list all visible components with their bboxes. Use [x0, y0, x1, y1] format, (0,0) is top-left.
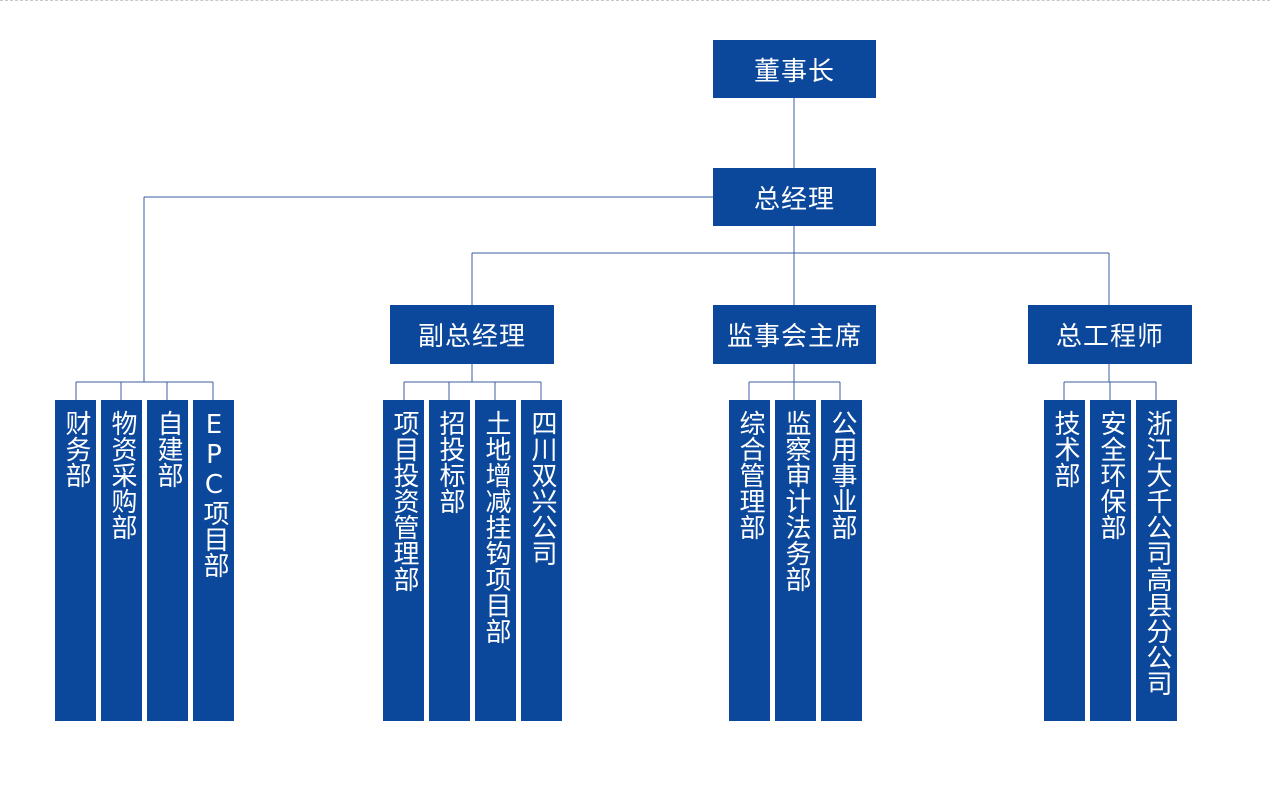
dept-label: 综合管理部 — [735, 410, 765, 540]
chief-engineer-box: 总工程师 — [1028, 305, 1192, 364]
dept-audit-legal: 监察审计法务部 — [775, 400, 816, 721]
supervisor-chair-label: 监事会主席 — [726, 322, 862, 352]
deputy-gm-label: 副总经理 — [417, 322, 526, 352]
dept-sichuan-company: 四川双兴公司 — [521, 400, 562, 721]
general-manager-label: 总经理 — [753, 184, 835, 215]
dept-label: 自建部 — [153, 410, 183, 488]
dept-label: 招投标部 — [435, 410, 465, 514]
dept-zhejiang-branch: 浙江大千公司高县分公司 — [1136, 400, 1177, 721]
dept-public-utilities: 公用事业部 — [821, 400, 862, 721]
dept-label: EPC项目部 — [199, 410, 229, 578]
dept-procurement: 物资采购部 — [101, 400, 142, 721]
dept-label: 土地增减挂钩项目部 — [481, 410, 511, 644]
chairman-label: 董事长 — [753, 56, 835, 87]
deputy-gm-box: 副总经理 — [390, 305, 554, 364]
dept-epc: EPC项目部 — [193, 400, 234, 721]
chief-engineer-label: 总工程师 — [1055, 322, 1164, 352]
dept-label: 四川双兴公司 — [527, 410, 557, 566]
general-manager-box: 总经理 — [713, 168, 876, 226]
dept-label: 公用事业部 — [827, 410, 857, 540]
chairman-box: 董事长 — [713, 40, 876, 98]
top-ruler — [0, 0, 1270, 3]
dept-self-build: 自建部 — [147, 400, 188, 721]
dept-land-project: 土地增减挂钩项目部 — [475, 400, 516, 721]
dept-technology: 技术部 — [1044, 400, 1085, 721]
dept-label: 监察审计法务部 — [781, 410, 811, 592]
dept-bidding: 招投标部 — [429, 400, 470, 721]
dept-label: 浙江大千公司高县分公司 — [1142, 410, 1172, 696]
dept-finance: 财务部 — [55, 400, 96, 721]
dept-label: 物资采购部 — [107, 410, 137, 540]
dept-safety-environment: 安全环保部 — [1090, 400, 1131, 721]
dept-label: 财务部 — [61, 410, 91, 488]
supervisor-chair-box: 监事会主席 — [713, 305, 876, 364]
dept-label: 项目投资管理部 — [389, 410, 419, 592]
dept-project-investment: 项目投资管理部 — [383, 400, 424, 721]
dept-label: 安全环保部 — [1096, 410, 1126, 540]
dept-label: 技术部 — [1050, 410, 1080, 488]
dept-general-management: 综合管理部 — [729, 400, 770, 721]
